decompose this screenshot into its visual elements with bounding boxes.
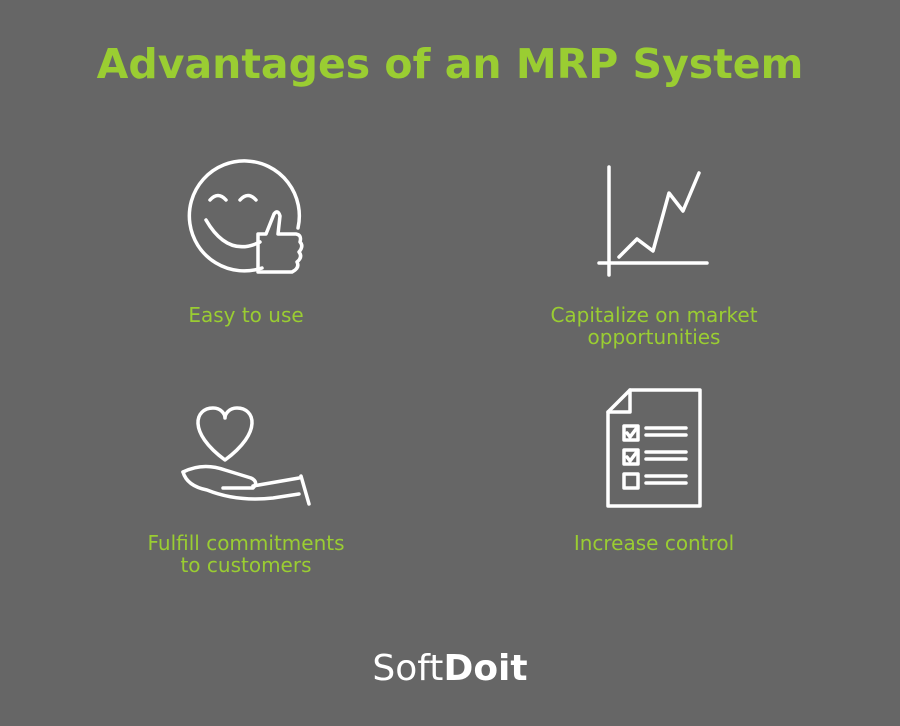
item-label-increase-control: Increase control [573,531,735,555]
heart-in-hand-icon [181,402,313,510]
checklist-document-icon [606,388,702,508]
logo-part-soft: Soft [372,648,444,689]
smiley-thumbs-up-icon [187,159,304,278]
item-label-easy-to-use: Easy to use [188,303,304,327]
softdoit-logo: SoftDoit [0,648,900,690]
item-label-fulfill-commitments: Fulfill commitments to customers [147,531,345,577]
page-title: Advantages of an MRP System [96,40,804,88]
line-chart-icon [597,165,712,280]
logo-part-doit: Doit [443,648,528,689]
item-label-capitalize-opportunities: Capitalize on market opportunities [550,303,758,349]
